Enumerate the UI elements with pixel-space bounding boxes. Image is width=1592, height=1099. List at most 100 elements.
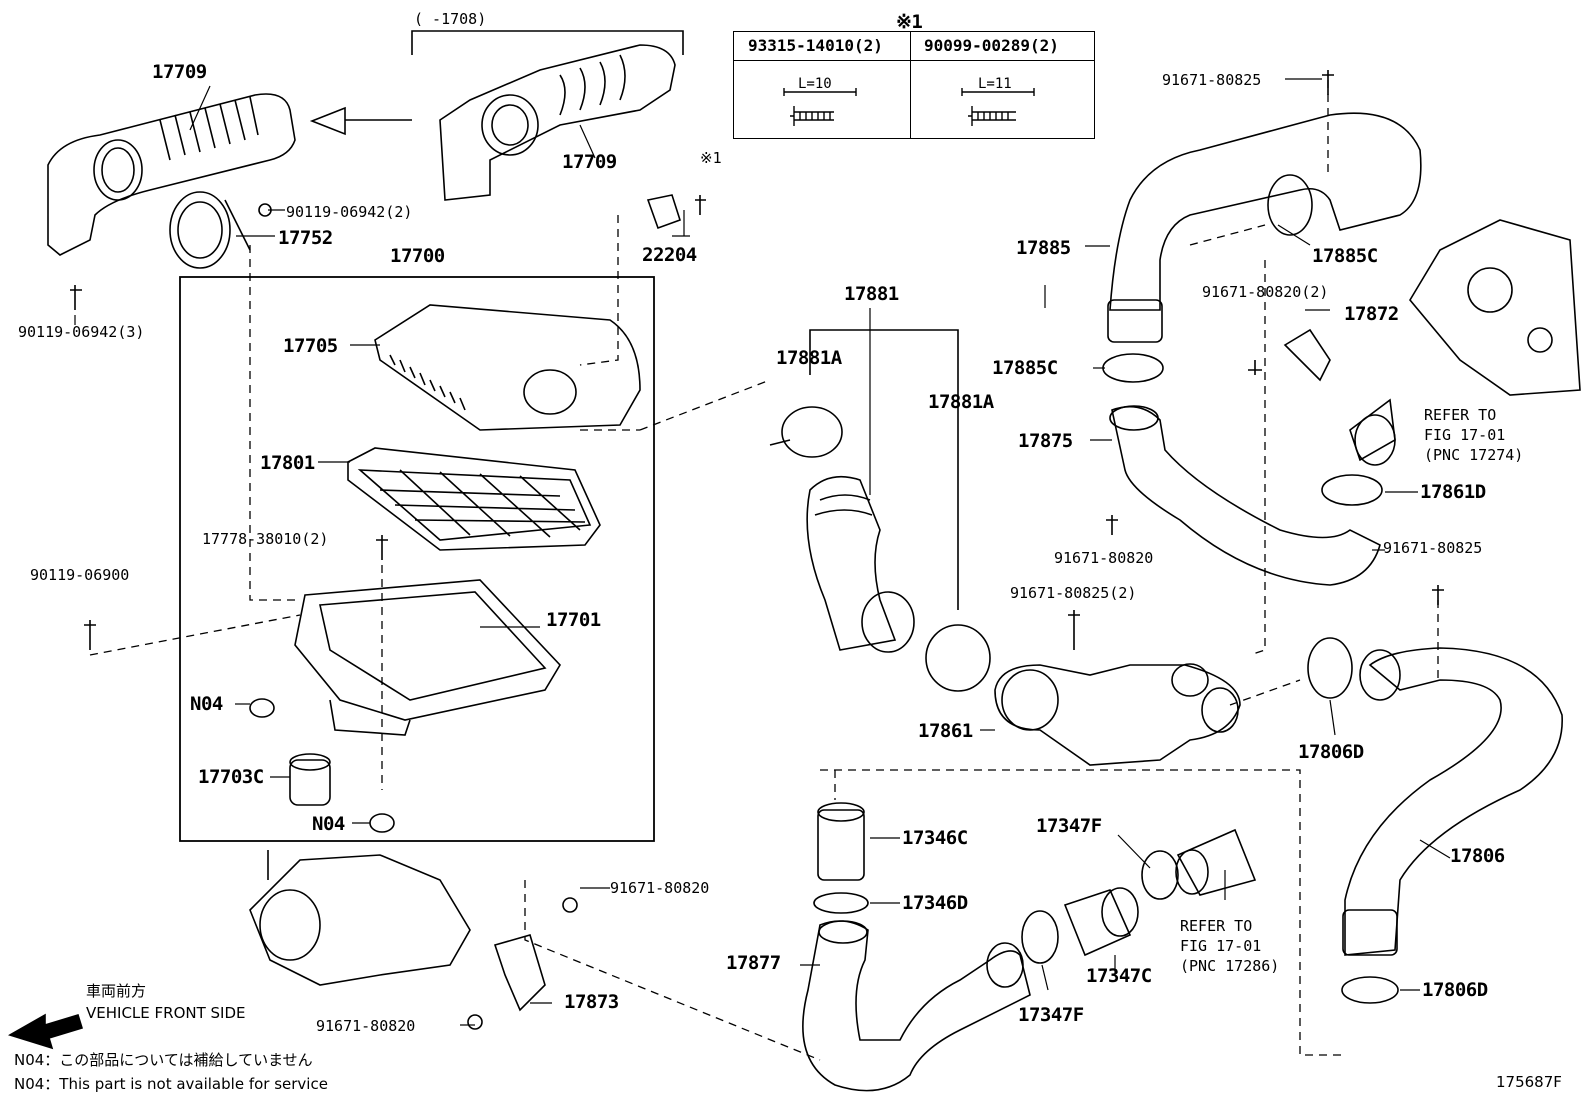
label-91671-80820-a: 91671-80820 (610, 879, 710, 897)
clamp-17347f-upper (1141, 850, 1179, 900)
label-17861: 17861 (918, 720, 973, 742)
label-refer-top-3: (PNC 17274) (1424, 446, 1524, 464)
label-17873: 17873 (564, 991, 619, 1013)
clamp-17347f-lower (1021, 910, 1059, 964)
label-22204: 22204 (642, 244, 697, 266)
dashed-leaders (89, 80, 1439, 1061)
grommet-n04-b (369, 813, 395, 833)
fastener-table-divider (910, 32, 911, 138)
label-17752: 17752 (278, 227, 333, 249)
fastener-screw-icons (783, 88, 1035, 126)
hose-refer-top (1349, 398, 1396, 466)
label-17861d: 17861D (1420, 481, 1486, 503)
label-17347f-top: 17347F (1036, 815, 1102, 837)
table-mark: ※1 (896, 11, 923, 33)
intake-duct-17709-right (439, 44, 676, 201)
label-17806: 17806 (1450, 845, 1505, 867)
label-17701: 17701 (546, 609, 601, 631)
n04-note-jp: N04：この部品については補給していません (14, 1051, 313, 1069)
label-90119-06900: 90119-06900 (30, 566, 130, 584)
engine-block-sketch (1409, 219, 1581, 396)
fastener-col2-part: 90099-00289(2) (924, 36, 1059, 55)
cleaner-case-17701 (294, 579, 561, 736)
label-17709-left: 17709 (152, 61, 207, 83)
label-refer-top-1: REFER TO (1424, 406, 1497, 424)
label-17346c: 17346C (902, 827, 968, 849)
bracket-17872 (1283, 328, 1331, 382)
screw-17778 (376, 535, 388, 560)
fastener-col1-length: L=10 (798, 76, 832, 92)
bracket-17881 (809, 329, 959, 610)
air-cleaner-assembly-box (179, 276, 655, 842)
label-17881a-top: 17881A (776, 347, 842, 369)
label-90119-06942-2: 90119-06942(2) (286, 203, 413, 221)
label-range-1708: ( -1708) (414, 10, 487, 28)
label-17881a-right: 17881A (928, 391, 994, 413)
clamp-17881a-bottom (925, 624, 991, 692)
label-note-mark1: ※1 (700, 149, 722, 167)
resonator-17703c (289, 753, 331, 806)
label-17347c: 17347C (1086, 965, 1152, 987)
figure-id: 175687F (1496, 1073, 1562, 1091)
pipe-17806 (1342, 647, 1563, 956)
hose-17346c (817, 802, 865, 881)
sensor-22204 (646, 194, 706, 230)
label-17709-right: 17709 (562, 151, 617, 173)
label-17801: 17801 (260, 452, 315, 474)
bracket-17873 (493, 934, 546, 1012)
label-17806d-bottom: 17806D (1422, 979, 1488, 1001)
label-91671-80820-mid: 91671-80820 (1054, 549, 1154, 567)
label-17778-38010: 17778-38010(2) (202, 530, 329, 548)
label-17885c-mid: 17885C (992, 357, 1058, 379)
hose-17347c (1063, 887, 1139, 957)
vehicle-front-arrow (8, 1013, 84, 1050)
grommet-n04-a (249, 698, 275, 718)
label-91671-80820-2: 91671-80820(2) (1202, 283, 1329, 301)
cleaner-cap-17705 (374, 304, 641, 431)
label-91671-80825-right: 91671-80825 (1383, 539, 1483, 557)
bolt-91671-80820-b (467, 1014, 483, 1030)
pipe-17877 (802, 920, 1031, 1092)
label-17703c: 17703C (198, 766, 264, 788)
bolt-91671-80820-a (562, 897, 578, 913)
fastener-col1-part: 93315-14010(2) (748, 36, 883, 55)
label-refer-bottom-3: (PNC 17286) (1180, 957, 1280, 975)
label-17705: 17705 (283, 335, 338, 357)
bolt-91671-80820-2 (1248, 360, 1262, 375)
clamp-17806d-bottom (1341, 976, 1399, 1004)
bolt-91671-80820-mid (1106, 515, 1118, 535)
label-90119-06942-3: 90119-06942(3) (18, 323, 145, 341)
intake-duct-17709-left (47, 93, 296, 256)
n04-note-en: N04：This part is not available for servi… (14, 1075, 328, 1093)
clamp-17881a-top (769, 406, 843, 458)
date-range-bracket (411, 30, 684, 55)
label-17877: 17877 (726, 952, 781, 974)
bolt-91671-80825-2 (1068, 610, 1080, 650)
vehicle-front-jp: 車両前方 (86, 982, 147, 1000)
bolt-91671-80825-right (1432, 585, 1444, 605)
label-17875: 17875 (1018, 430, 1073, 452)
pipe-17885 (1107, 112, 1422, 343)
vehicle-front-en: VEHICLE FRONT SIDE (86, 1004, 246, 1022)
fastener-table: 93315-14010(2) 90099-00289(2) L=10 L=11 (733, 31, 1095, 139)
label-17347f-bottom: 17347F (1018, 1004, 1084, 1026)
label-leaders (74, 78, 1451, 1026)
bolt-90119-06900 (84, 620, 96, 650)
pipe-17875 (1109, 405, 1381, 586)
throttle-body-sketch (249, 850, 471, 986)
label-refer-bottom-1: REFER TO (1180, 917, 1253, 935)
direction-arrow (309, 106, 412, 136)
hose-17752 (169, 191, 251, 269)
label-17885: 17885 (1016, 237, 1071, 259)
hose-17881 (806, 475, 915, 653)
bolt-91671-80825-top (1322, 70, 1334, 95)
filter-element-17801 (347, 447, 601, 551)
label-17346d: 17346D (902, 892, 968, 914)
label-17872: 17872 (1344, 303, 1399, 325)
label-17881: 17881 (844, 283, 899, 305)
hose-refer-bottom (1175, 828, 1257, 896)
fastener-col2-length: L=11 (978, 76, 1012, 92)
label-91671-80825-top: 91671-80825 (1162, 71, 1262, 89)
fastener-table-header (734, 32, 1094, 61)
